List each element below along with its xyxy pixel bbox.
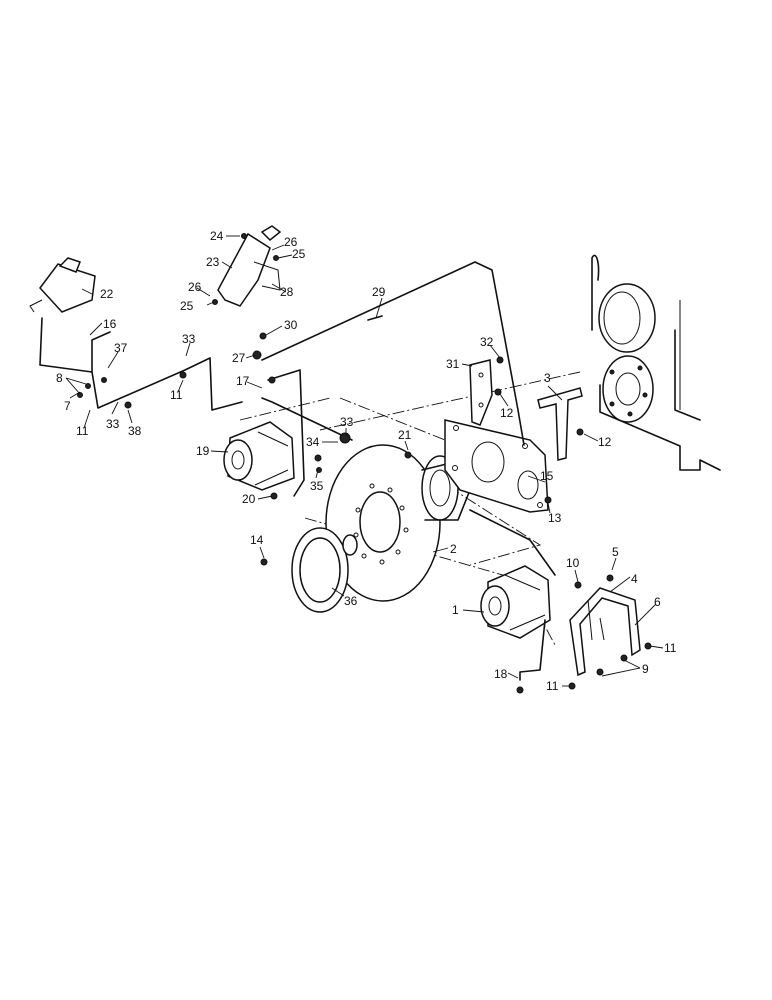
hub-flange — [602, 355, 654, 423]
callout-7: 7 — [64, 399, 71, 413]
callout-3: 3 — [544, 371, 551, 385]
callout-23: 23 — [206, 255, 220, 269]
callout-33c: 33 — [340, 415, 354, 429]
callout-13: 13 — [548, 511, 562, 525]
callout-21: 21 — [398, 428, 412, 442]
callout-35: 35 — [310, 479, 324, 493]
line-29-break — [367, 315, 383, 321]
callout-1: 1 — [452, 603, 459, 617]
callout-36: 36 — [344, 594, 358, 608]
brake-disc — [325, 444, 441, 602]
center-line-1 — [319, 371, 581, 431]
small-hub — [342, 534, 358, 556]
callout-8: 8 — [56, 371, 63, 385]
cover-plate — [598, 283, 656, 353]
callout-19: 19 — [196, 444, 210, 458]
callout-26b: 26 — [188, 280, 202, 294]
callout-22: 22 — [100, 287, 114, 301]
callout-37: 37 — [114, 341, 128, 355]
valve-assembly — [217, 225, 282, 307]
callout-26a: 26 — [284, 235, 298, 249]
callout-18: 18 — [494, 667, 508, 681]
callout-6: 6 — [654, 595, 661, 609]
ring-36 — [291, 527, 349, 613]
callout-16: 16 — [103, 317, 117, 331]
callout-9: 9 — [642, 662, 649, 676]
callout-34: 34 — [306, 435, 320, 449]
callout-30: 30 — [284, 318, 298, 332]
callout-28: 28 — [280, 285, 294, 299]
callout-25b: 25 — [180, 299, 194, 313]
frame-housing — [591, 254, 721, 471]
callout-27: 27 — [232, 351, 246, 365]
callout-11a: 11 — [76, 424, 89, 438]
callout-38: 38 — [128, 424, 142, 438]
bracket-3 — [537, 387, 583, 461]
caliper-assembly-1 — [480, 565, 551, 639]
callout-11b: 11 — [170, 388, 183, 402]
callout-15: 15 — [540, 469, 554, 483]
master-cylinder — [29, 257, 96, 313]
callout-11c: 11 — [664, 641, 677, 655]
mounting-plate — [444, 419, 549, 513]
callout-5: 5 — [612, 545, 619, 559]
callout-32: 32 — [480, 335, 494, 349]
callout-29: 29 — [372, 285, 386, 299]
callout-2: 2 — [450, 542, 457, 556]
callout-17: 17 — [236, 374, 250, 388]
leader-lines — [65, 235, 664, 687]
spring-bracket — [569, 587, 641, 677]
callout-20: 20 — [242, 492, 256, 506]
callout-12a: 12 — [500, 406, 514, 420]
callout-12b: 12 — [598, 435, 612, 449]
callout-25a: 25 — [292, 247, 306, 261]
callout-11d: 11 — [546, 679, 559, 693]
callout-24: 24 — [210, 229, 224, 243]
callout-4: 4 — [631, 572, 638, 586]
callout-33b: 33 — [106, 417, 120, 431]
callout-10: 10 — [566, 556, 580, 570]
callout-33a: 33 — [182, 332, 196, 346]
hydraulic-lines — [39, 261, 556, 681]
callout-14: 14 — [250, 533, 264, 547]
callouts: 1 2 3 4 5 6 7 8 9 10 11 11 11 11 12 12 1… — [56, 229, 677, 693]
bracket-31 — [469, 359, 493, 426]
caliper-assembly-19 — [223, 421, 295, 491]
callout-31: 31 — [446, 357, 460, 371]
